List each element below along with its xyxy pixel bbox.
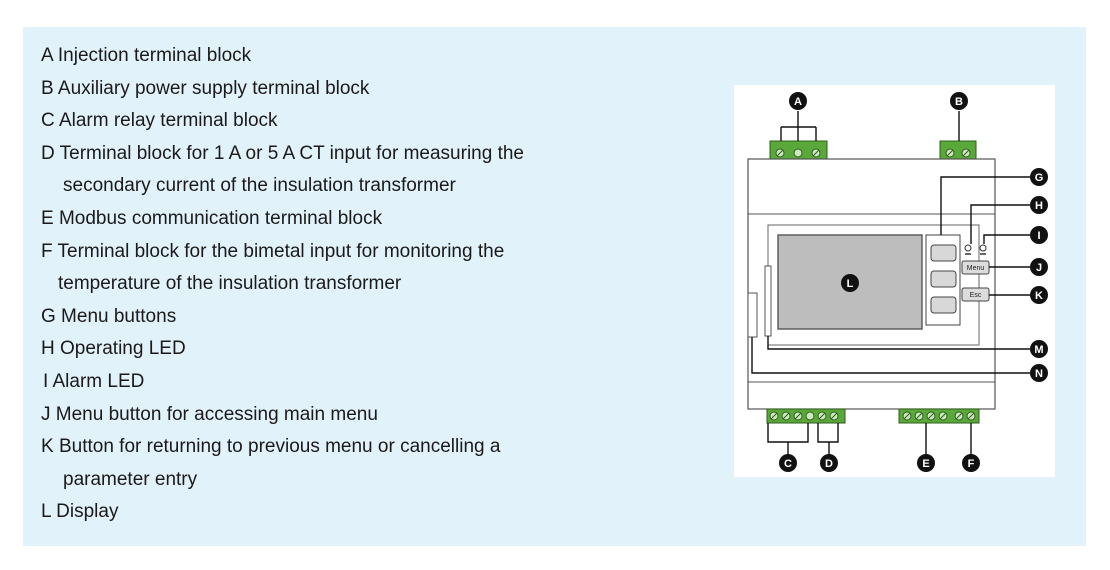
legend-item-g-text: G Menu buttons	[41, 305, 177, 327]
legend-item-d-text: D Terminal block for 1 A or 5 A CT input…	[41, 142, 524, 164]
legend-item-f: F Terminal block for the bimetal input f…	[41, 236, 524, 301]
menu-button-1[interactable]	[930, 244, 957, 262]
callout-k-label: K	[1035, 290, 1043, 302]
callout-a: A	[789, 92, 807, 110]
callout-a-label: A	[794, 96, 802, 108]
terminal-block-b	[939, 140, 977, 160]
callout-e: E	[917, 454, 935, 472]
legend-item-a: A Injection terminal block	[41, 40, 524, 73]
legend-item-c-text: C Alarm relay terminal block	[41, 110, 278, 132]
callout-h-label: H	[1035, 200, 1043, 212]
callout-h: H	[1030, 196, 1048, 214]
esc-button-k[interactable]: Esc	[961, 287, 990, 302]
callout-n: N	[1030, 364, 1048, 382]
terminal-block-a	[769, 140, 828, 160]
legend-item-h: H Operating LED	[41, 333, 524, 366]
menu-button-2[interactable]	[930, 270, 957, 288]
side-element-n	[747, 292, 758, 338]
alarm-led-icon	[979, 244, 987, 252]
legend-item-k-text: K Button for returning to previous menu …	[41, 436, 501, 458]
callout-j: J	[1030, 258, 1048, 276]
callout-d: D	[820, 454, 838, 472]
device-diagram: Menu Esc	[747, 92, 1048, 472]
side-element-m	[764, 265, 772, 337]
callout-m-label: M	[1034, 344, 1043, 356]
legend-item-d: D Terminal block for 1 A or 5 A CT input…	[41, 138, 524, 203]
callout-m: M	[1030, 340, 1048, 358]
legend-list: A Injection terminal block B Auxiliary p…	[41, 40, 524, 529]
legend-item-e: E Modbus communication terminal block	[41, 203, 524, 236]
led-group	[964, 244, 987, 255]
callout-b-label: B	[955, 96, 963, 108]
terminal-block-cd	[766, 408, 846, 424]
legend-item-c: C Alarm relay terminal block	[41, 105, 524, 138]
legend-item-j: J Menu button for accessing main menu	[41, 399, 524, 432]
callout-i-label: I	[1037, 230, 1040, 242]
callout-g-label: G	[1035, 172, 1044, 184]
callout-g: G	[1030, 168, 1048, 186]
legend-item-l-text: L Display	[41, 501, 119, 523]
callout-i: I	[1030, 226, 1048, 244]
legend-item-f-continuation: temperature of the insulation transforme…	[58, 273, 402, 295]
menu-button-3[interactable]	[930, 296, 957, 314]
callout-b: B	[950, 92, 968, 110]
callout-f-label: F	[968, 458, 975, 470]
callout-l-label: L	[847, 278, 854, 290]
callout-e-label: E	[922, 458, 929, 470]
legend-item-d-continuation: secondary current of the insulation tran…	[63, 175, 456, 197]
legend-item-i: I Alarm LED	[41, 366, 524, 399]
legend-item-b: B Auxiliary power supply terminal block	[41, 73, 524, 106]
legend-item-g: G Menu buttons	[41, 301, 524, 334]
legend-item-b-text: B Auxiliary power supply terminal block	[41, 77, 370, 99]
legend-item-e-text: E Modbus communication terminal block	[41, 207, 383, 229]
legend-item-h-text: H Operating LED	[41, 338, 186, 360]
menu-button-group	[925, 234, 961, 326]
callout-j-label: J	[1036, 262, 1042, 274]
callout-badges: A B G H I J K L M N C D E F	[779, 92, 1048, 472]
legend-item-a-text: A Injection terminal block	[41, 45, 252, 66]
callout-leader-lines	[751, 176, 1030, 455]
callout-n-label: N	[1035, 368, 1043, 380]
operating-led-icon	[964, 244, 972, 252]
callout-d-label: D	[825, 458, 833, 470]
callout-l: L	[841, 274, 859, 292]
callout-c-label: C	[784, 458, 792, 470]
terminal-block-ef	[898, 408, 980, 424]
legend-item-j-text: J Menu button for accessing main menu	[41, 403, 378, 425]
legend-item-i-text: I Alarm LED	[43, 370, 145, 392]
device-figure: Menu Esc	[734, 85, 1055, 477]
menu-button-j[interactable]: Menu	[961, 260, 990, 275]
callout-c: C	[779, 454, 797, 472]
legend-item-k: K Button for returning to previous menu …	[41, 431, 524, 496]
callout-k: K	[1030, 286, 1048, 304]
legend-item-f-text: F Terminal block for the bimetal input f…	[41, 240, 505, 262]
menu-button-label: Menu	[967, 265, 985, 272]
legend-item-k-continuation: parameter entry	[63, 468, 198, 490]
esc-button-label: Esc	[970, 292, 982, 299]
callout-f: F	[962, 454, 980, 472]
legend-item-l: L Display	[41, 496, 524, 529]
